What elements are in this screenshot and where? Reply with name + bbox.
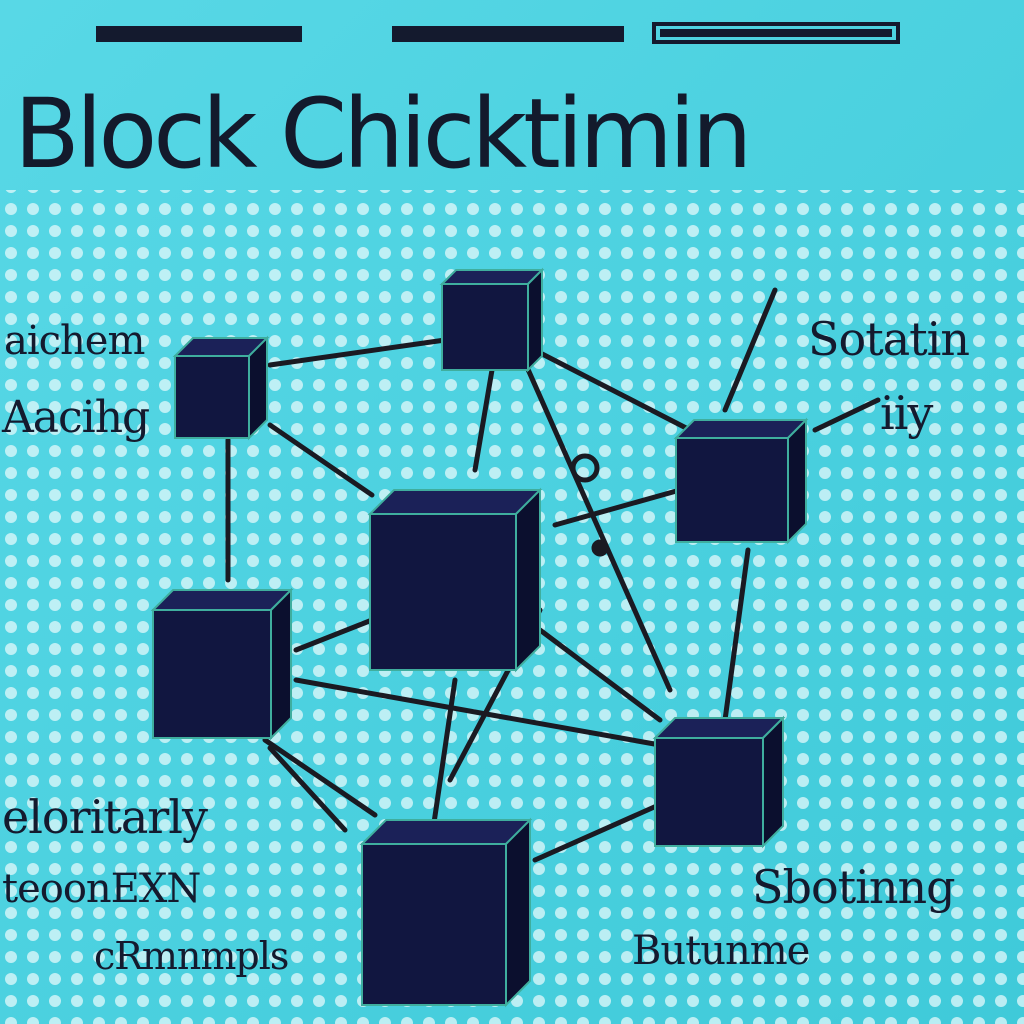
label-right-bottom-2: Butunme: [632, 928, 810, 974]
links: [225, 287, 881, 863]
blocks: [150, 267, 809, 1008]
link-b-c: [472, 367, 495, 473]
link-a-c: [267, 422, 375, 498]
header-bars: [96, 22, 900, 44]
header-bar-1: [96, 26, 302, 42]
block-e-top: [150, 589, 294, 611]
block-e-side: [270, 587, 292, 741]
link-c-g: [537, 627, 663, 723]
block-b-top: [439, 269, 545, 285]
header-bar-2: [392, 26, 624, 42]
block-a: [172, 335, 270, 441]
block-e: [150, 587, 294, 741]
link-node-ring: [570, 453, 600, 483]
link-d-c: [293, 617, 375, 653]
block-f: [652, 715, 786, 849]
block-b-front: [441, 283, 529, 371]
block-a-front: [174, 355, 250, 439]
label-left-bottom-1: eloritarly: [2, 790, 208, 844]
link-a-b: [267, 337, 448, 368]
link-d-g: [293, 677, 663, 748]
block-c: [673, 417, 809, 545]
block-d-top: [367, 489, 543, 515]
header-bar-3-fill: [660, 29, 892, 37]
link-e-g: [722, 547, 751, 723]
block-c-top: [673, 419, 809, 439]
label-left-top: aichem: [4, 318, 145, 364]
link-d-f: [262, 737, 378, 818]
link-f-g: [532, 797, 673, 863]
link-e-top: [722, 287, 778, 413]
block-e-front: [152, 609, 272, 739]
label-right-top: Sotatin: [808, 312, 970, 366]
block-c-front: [675, 437, 789, 543]
block-d-side: [515, 487, 541, 673]
link-e-right: [812, 397, 881, 433]
block-b: [439, 267, 545, 373]
block-d-front: [369, 513, 517, 671]
label-left-mid: Aacihg: [2, 392, 150, 443]
block-g-side: [505, 817, 531, 1008]
block-f-front: [654, 737, 764, 847]
header-bar-3: [652, 22, 900, 44]
block-f-side: [762, 715, 784, 849]
block-a-side: [248, 335, 268, 441]
label-left-bottom-3: cRmnmpls: [94, 934, 289, 978]
block-d: [367, 487, 543, 673]
link-node-small: [591, 539, 609, 557]
block-g-top: [359, 819, 533, 845]
block-g: [359, 817, 533, 1008]
link-b-e: [512, 337, 693, 433]
block-g-front: [361, 843, 507, 1006]
link-e-c: [552, 487, 683, 528]
diagram-title: Block Chicktimin: [14, 78, 752, 190]
label-right-bottom-1: Sbotinng: [752, 860, 956, 914]
label-right-mid: iiy: [880, 386, 933, 440]
block-f-top: [652, 717, 786, 739]
block-b-side: [527, 267, 543, 373]
link-left-f: [267, 745, 348, 833]
block-c-side: [787, 417, 807, 545]
label-left-bottom-2: teoonEXN: [2, 866, 201, 912]
